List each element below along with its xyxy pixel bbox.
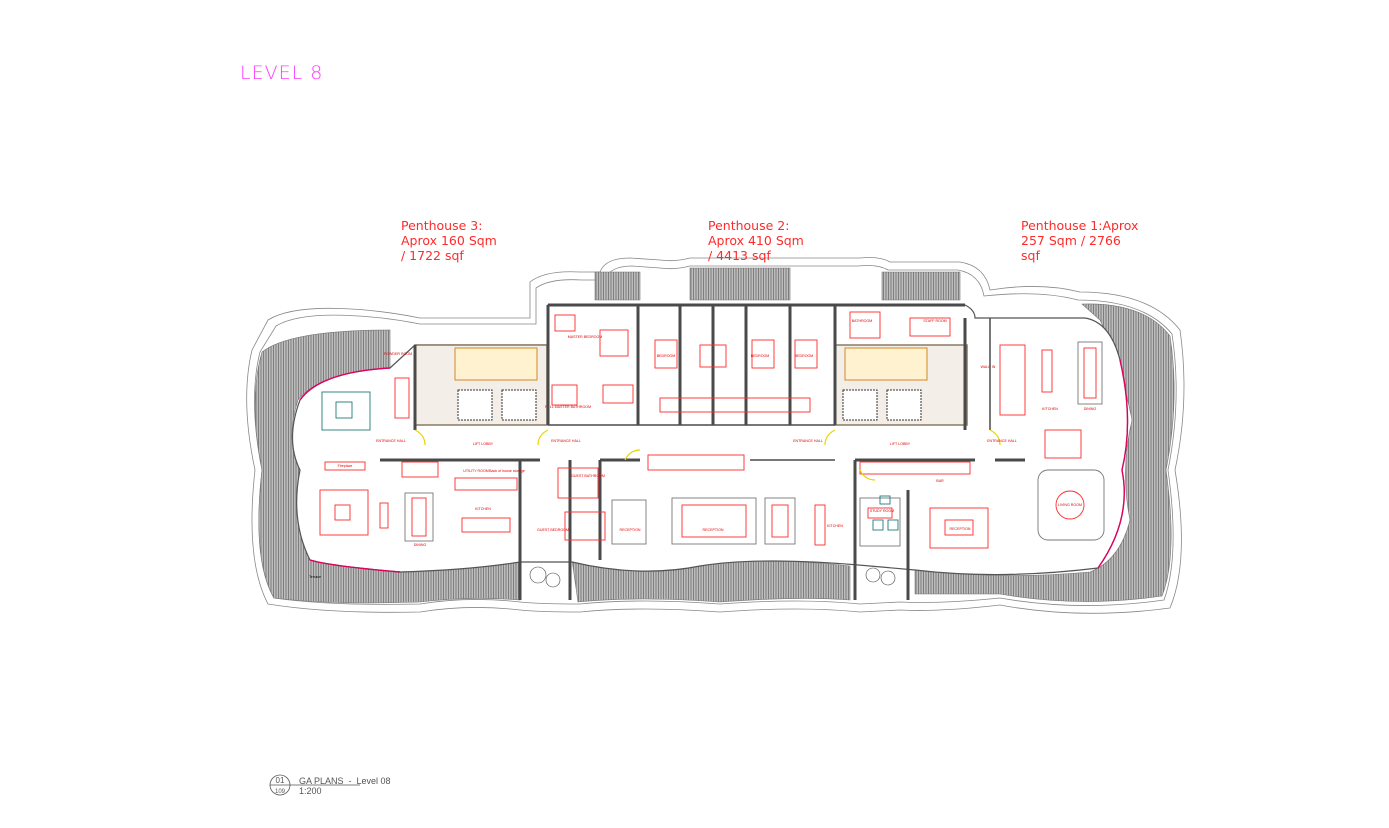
room-label-master-bedroom: MASTER BEDROOM [568, 335, 603, 339]
penthouse-name: Penthouse 3: [401, 218, 483, 233]
room-label-kitchen-2: KITCHEN [827, 524, 843, 528]
room-label-walk-in: WALK IN [981, 365, 996, 369]
room-label-powder-room: POWDER ROOM [384, 352, 412, 356]
trees [529, 566, 896, 588]
room-label-bedroom-2: BEDROOM [751, 354, 770, 358]
penthouse-2-label: Penthouse 2: Aprox 410 Sqm / 4413 sqf [708, 218, 804, 263]
room-label-staff-room: STAFF ROOM [923, 319, 946, 323]
room-label-family-room: RECEPTION [620, 528, 641, 532]
lift-core-right [834, 344, 968, 426]
room-label-kitchen-3: KITCHEN [1042, 407, 1058, 411]
room-label-reception-2: RECEPTION [950, 527, 971, 531]
room-label-entrance-hall-4: ENTRANCE HALL [987, 439, 1017, 443]
room-label-lift-lobby-2: LIFT LOBBY [890, 442, 911, 446]
doors [414, 429, 1001, 481]
room-label-master-bathroom: FULL MASTER BATHROOM [545, 405, 591, 409]
lift-core-left [414, 344, 548, 426]
drawing-name: GA PLANS - Level 08 [299, 776, 391, 786]
penthouse-area: Aprox 160 Sqm [401, 233, 497, 248]
room-label-lift-lobby: LIFT LOBBY [473, 442, 494, 446]
room-label-bedroom-1: BEDROOM [657, 354, 676, 358]
penthouse-area-sqf: / 1722 sqf [401, 248, 464, 263]
drawing-scale: 1:200 [299, 786, 322, 796]
penthouse-1-label: Penthouse 1:Aprox 257 Sqm / 2766 sqf [1021, 218, 1138, 263]
level-title: LEVEL 8 [240, 62, 324, 84]
room-label-entrance-hall-3: ENTRANCE HALL [793, 439, 823, 443]
walls [380, 303, 1025, 600]
room-label-utility-room: UTILITY ROOM [463, 469, 489, 473]
room-label-bar: BAR [936, 479, 944, 483]
room-label-bathroom: BATHROOM [852, 319, 873, 323]
room-label-guest-bathroom: GUEST BATHROOM [571, 474, 605, 478]
penthouse-area: 257 Sqm / 2766 [1021, 233, 1121, 248]
glazing [299, 359, 1129, 573]
penthouse-3-label: Penthouse 3: Aprox 160 Sqm / 1722 sqf [401, 218, 497, 263]
terrace-areas [254, 267, 1175, 604]
room-label-dining-2: DINING [1084, 407, 1097, 411]
sheet-number: 109 [275, 789, 286, 795]
building-outline [246, 257, 1185, 614]
room-label-dining: DINING [414, 543, 427, 547]
room-label-kitchen: KITCHEN [475, 507, 491, 511]
room-label-back-of-house: Back of house storage [489, 469, 525, 473]
title-block: 01 109 GA PLANS - Level 08 1:200 [269, 774, 391, 796]
furniture [319, 311, 1105, 549]
room-label-fireplace: Fireplace [338, 464, 353, 468]
room-label-living-room: LIVING ROOM [1058, 503, 1082, 507]
penthouse-area: Aprox 410 Sqm [708, 233, 804, 248]
room-label-study-room: STUDY ROOM [870, 509, 894, 513]
penthouse-name: Penthouse 2: [708, 218, 790, 233]
penthouse-area-sqf: sqf [1021, 248, 1040, 263]
room-label-entrance-hall: ENTRANCE HALL [376, 439, 406, 443]
room-label-entrance-hall-2: ENTRANCE HALL [551, 439, 581, 443]
room-label-terrace: Terrace [309, 575, 321, 579]
penthouse-area-sqf: / 4413 sqf [708, 248, 771, 263]
room-label-guest-bedroom: GUEST BEDROOM [537, 528, 569, 532]
room-label-bedroom-3: BEDROOM [795, 354, 814, 358]
room-label-reception: RECEPTION [703, 528, 724, 532]
living-furniture-teal [321, 391, 899, 531]
drawing-number: 01 [276, 776, 285, 785]
penthouse-name: Penthouse 1:Aprox [1021, 218, 1139, 233]
